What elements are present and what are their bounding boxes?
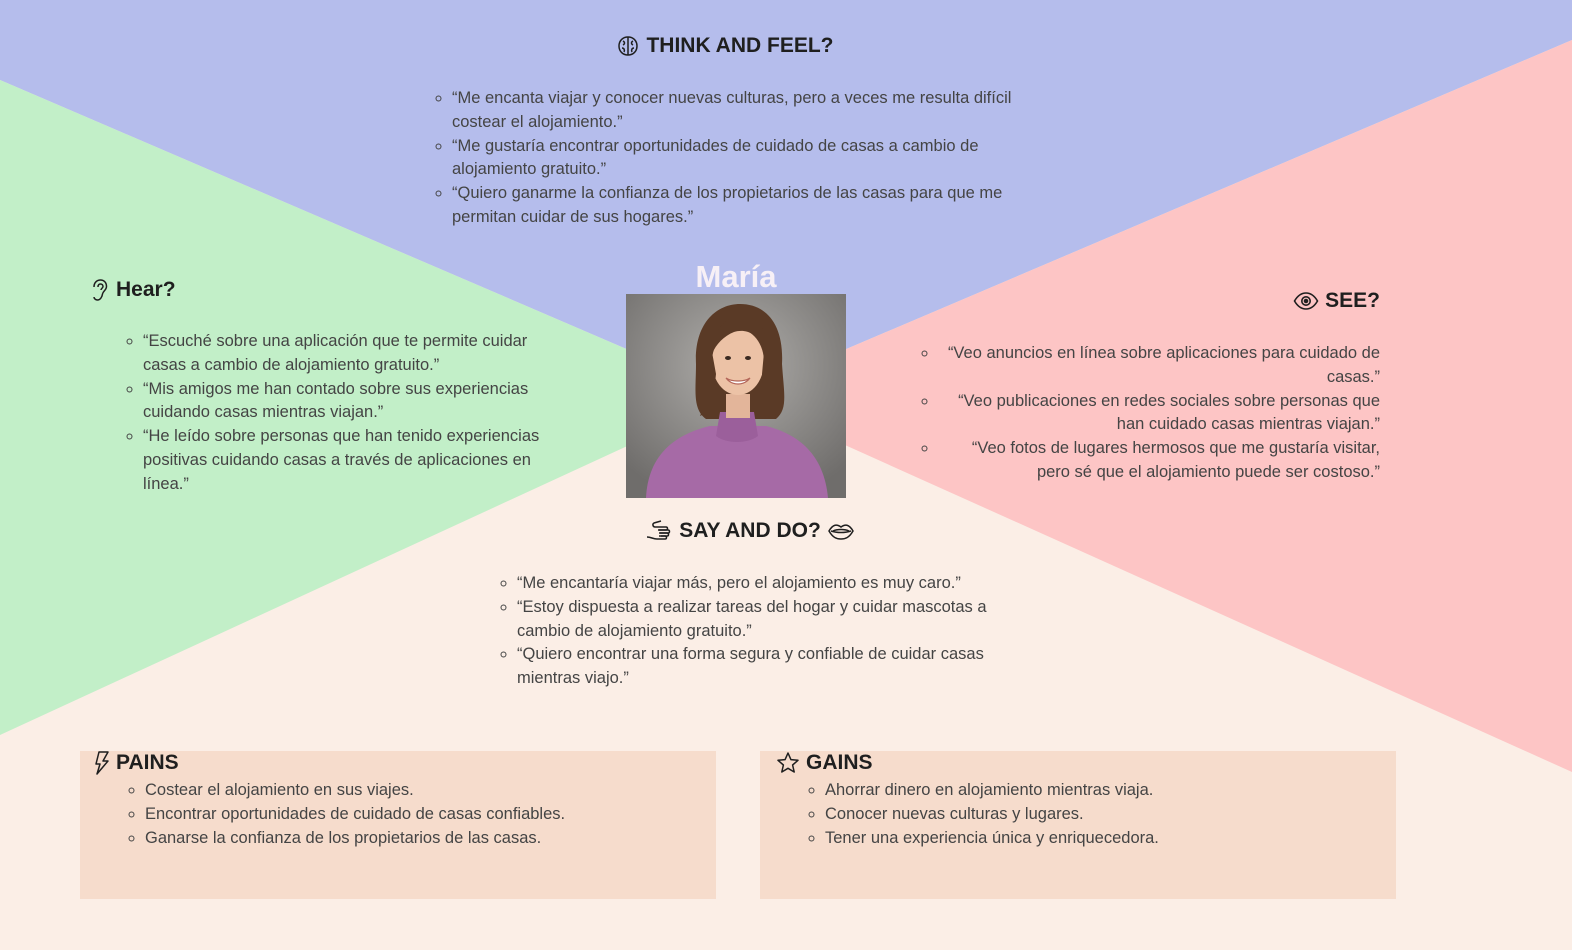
list-item: “Veo publicaciones en redes sociales sob… xyxy=(938,390,1380,438)
gains-title: GAINS xyxy=(806,751,873,774)
hear-title: Hear? xyxy=(116,278,176,301)
list-item: “Veo anuncios en línea sobre aplicacione… xyxy=(938,342,1380,390)
think-list: “Me encanta viajar y conocer nuevas cult… xyxy=(432,87,1052,230)
see-list: “Veo anuncios en línea sobre aplicacione… xyxy=(920,342,1380,485)
say-and-do-section: SAY AND DO? “Me encantaría viajar más, p… xyxy=(460,519,1040,691)
hand-icon xyxy=(647,520,671,540)
star-icon xyxy=(777,752,799,773)
ear-icon xyxy=(93,279,108,301)
list-item: “Escuché sobre una aplicación que te per… xyxy=(143,330,563,378)
list-item: Conocer nuevas culturas y lugares. xyxy=(825,803,1396,827)
lips-icon xyxy=(827,524,854,540)
list-item: Encontrar oportunidades de cuidado de ca… xyxy=(145,803,716,827)
list-item: Costear el alojamiento en sus viajes. xyxy=(145,779,716,803)
see-quadrant xyxy=(736,40,1572,772)
think-quadrant xyxy=(0,0,1572,396)
hear-quadrant xyxy=(0,80,736,735)
say-title: SAY AND DO? xyxy=(679,519,821,542)
list-item: “Me gustaría encontrar oportunidades de … xyxy=(452,135,1052,183)
avatar xyxy=(626,294,846,498)
pains-title: PAINS xyxy=(116,751,179,774)
see-title: SEE? xyxy=(1325,289,1380,312)
see-section: SEE? “Veo anuncios en línea sobre aplica… xyxy=(920,289,1380,485)
hear-list: “Escuché sobre una aplicación que te per… xyxy=(123,330,563,497)
woman-portrait xyxy=(626,294,846,498)
list-item: “Estoy dispuesta a realizar tareas del h… xyxy=(517,596,1037,644)
pains-list: Costear el alojamiento en sus viajes. En… xyxy=(125,779,716,850)
gains-box: GAINS Ahorrar dinero en alojamiento mien… xyxy=(760,751,1396,899)
lightning-icon xyxy=(95,751,109,775)
think-and-feel-section: THINK AND FEEL? “Me encanta viajar y con… xyxy=(400,34,1050,230)
list-item: Ganarse la confianza de los propietarios… xyxy=(145,827,716,851)
list-item: Tener una experiencia única y enriqueced… xyxy=(825,827,1396,851)
gains-list: Ahorrar dinero en alojamiento mientras v… xyxy=(805,779,1396,850)
list-item: “Me encantaría viajar más, pero el aloja… xyxy=(517,572,1037,596)
list-item: “Me encanta viajar y conocer nuevas cult… xyxy=(452,87,1052,135)
think-heading: THINK AND FEEL? xyxy=(400,34,1050,58)
say-list: “Me encantaría viajar más, pero el aloja… xyxy=(497,572,1037,691)
list-item: “Mis amigos me han contado sobre sus exp… xyxy=(143,378,563,426)
pains-box: PAINS Costear el alojamiento en sus viaj… xyxy=(80,751,716,899)
pains-heading: PAINS xyxy=(94,751,716,775)
hear-section: Hear? “Escuché sobre una aplicación que … xyxy=(90,278,560,497)
list-item: “Veo fotos de lugares hermosos que me gu… xyxy=(938,437,1380,485)
think-title: THINK AND FEEL? xyxy=(646,34,834,57)
list-item: “Quiero encontrar una forma segura y con… xyxy=(517,643,1037,691)
brain-icon xyxy=(618,36,639,56)
hear-heading: Hear? xyxy=(90,278,560,302)
list-item: “He leído sobre personas que han tenido … xyxy=(143,425,563,496)
eye-icon xyxy=(1293,292,1319,310)
say-heading: SAY AND DO? xyxy=(460,519,1040,543)
list-item: “Quiero ganarme la confianza de los prop… xyxy=(452,182,1052,230)
see-heading: SEE? xyxy=(920,289,1380,313)
list-item: Ahorrar dinero en alojamiento mientras v… xyxy=(825,779,1396,803)
persona-name: María xyxy=(695,259,777,294)
gains-heading: GAINS xyxy=(776,751,1396,775)
